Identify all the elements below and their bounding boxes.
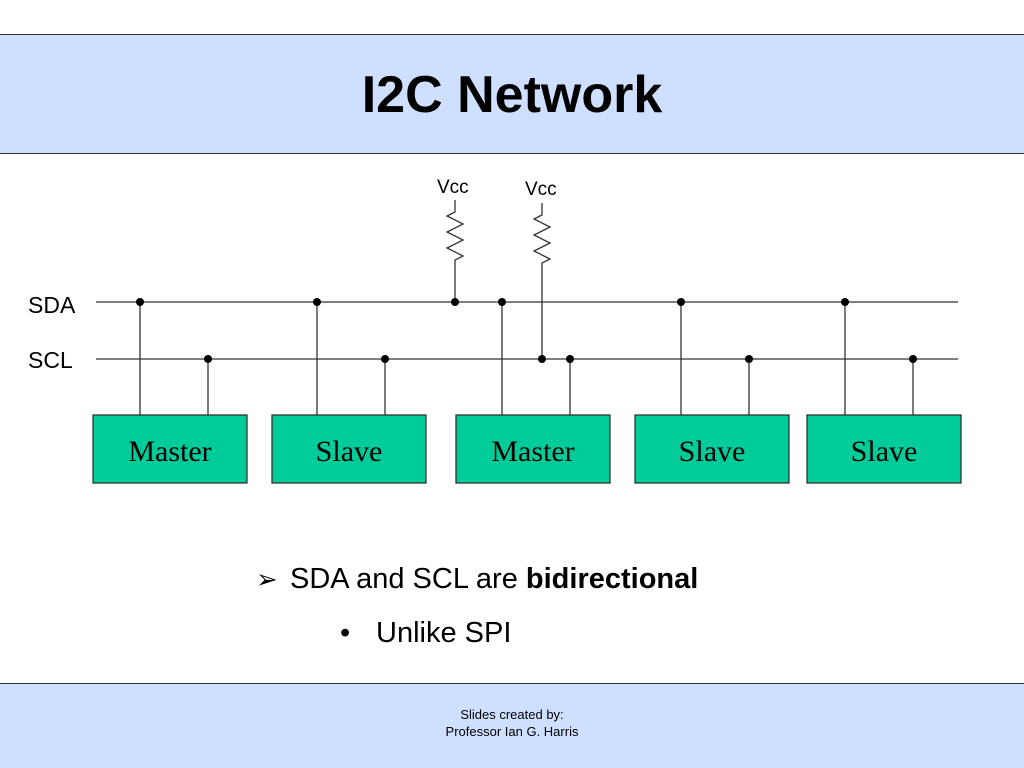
device-label: Slave xyxy=(851,435,918,468)
junction-dot xyxy=(451,298,459,306)
device-slave-3: Slave xyxy=(806,414,962,484)
footer-band: Slides created by: Professor Ian G. Harr… xyxy=(0,683,1024,768)
pullup-resistor-sda xyxy=(445,200,465,302)
footer-line-1: Slides created by: xyxy=(460,707,564,722)
slide-title: I2C Network xyxy=(361,66,663,124)
device-label: Master xyxy=(491,435,574,468)
pullup-resistor-scl xyxy=(532,203,552,359)
sda-drops xyxy=(139,302,846,415)
sda-label: SDA xyxy=(28,292,76,318)
device-label: Slave xyxy=(316,435,383,468)
device-master-2: Master xyxy=(455,414,611,484)
junction-dot xyxy=(677,298,685,306)
bullet-text: SDA and SCL are xyxy=(290,563,526,595)
junction-dot xyxy=(745,355,753,363)
junction-dot xyxy=(841,298,849,306)
junction-dot xyxy=(204,355,212,363)
device-label: Master xyxy=(128,435,211,468)
vcc-label-scl: Vcc xyxy=(525,179,557,200)
scl-label: SCL xyxy=(28,347,73,373)
sub-bullet-text: Unlike SPI xyxy=(376,617,512,649)
device-slave-2: Slave xyxy=(634,414,790,484)
footer-line-2: Professor Ian G. Harris xyxy=(445,724,579,739)
device-slave-1: Slave xyxy=(271,414,427,484)
device-label: Slave xyxy=(679,435,746,468)
junction-dot xyxy=(566,355,574,363)
bullet-emphasis: bidirectional xyxy=(525,563,699,595)
sub-bullet-item: • Unlike SPI xyxy=(340,613,511,653)
junction-dot xyxy=(381,355,389,363)
vcc-label-sda: Vcc xyxy=(437,177,469,198)
bullet-item: ➢ SDA and SCL are bidirectional xyxy=(256,559,698,599)
arrow-bullet-icon: ➢ xyxy=(256,564,278,594)
footer-credit: Slides created by: Professor Ian G. Harr… xyxy=(0,706,1024,740)
dot-bullet-icon: • xyxy=(340,617,351,649)
scl-drops xyxy=(207,359,914,415)
title-band: I2C Network xyxy=(0,34,1024,154)
junction-dot xyxy=(538,355,546,363)
device-master-1: Master xyxy=(92,414,248,484)
junction-dot xyxy=(313,298,321,306)
junction-dot xyxy=(498,298,506,306)
junction-dot xyxy=(136,298,144,306)
junction-dot xyxy=(909,355,917,363)
